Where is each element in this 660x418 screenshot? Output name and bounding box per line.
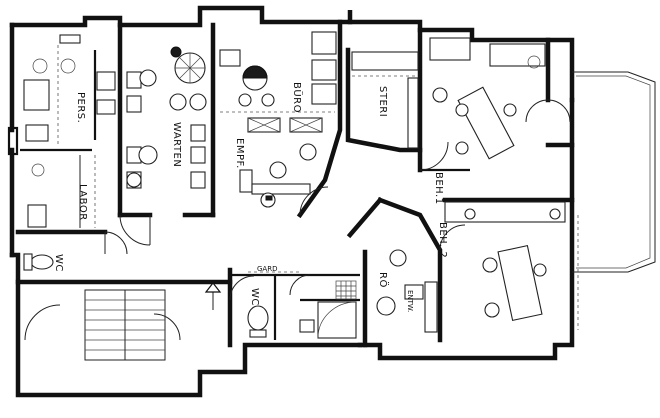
balcony [572, 71, 656, 273]
entrance-arrow-icon [204, 282, 222, 310]
room-label-warten: WARTEN [171, 122, 182, 167]
beh2-furniture [444, 201, 579, 330]
steri-furniture [351, 51, 419, 149]
room-label-ro: RÖ [377, 272, 390, 288]
room-label-pers: PERS. [75, 92, 86, 123]
exterior-walls [7, 5, 575, 398]
wc-mid-fixtures [247, 271, 357, 339]
room-label-buro: BÜRO [291, 82, 304, 113]
warten-furniture [126, 46, 207, 189]
room-label-gard: GARD [257, 265, 277, 273]
room-label-entw: ENTW. [406, 290, 414, 312]
empf-furniture [239, 143, 317, 208]
room-label-steri: STERI [377, 86, 388, 117]
room-label-beh1: BEH.1 [433, 172, 444, 205]
doors [24, 99, 571, 341]
room-label-beh2: BEH. 2 [437, 222, 448, 258]
interior-walls [15, 19, 575, 348]
labor-furniture [27, 155, 96, 228]
buro-furniture [219, 31, 337, 133]
ro-furniture [376, 249, 438, 333]
room-label-wc-left: WC [53, 254, 64, 272]
room-labels: PERS. LABOR WARTEN BÜRO EMPF. STERI BEH.… [53, 82, 448, 312]
room-label-wc-mid: WC [249, 288, 260, 306]
wc-left-fixtures [23, 253, 54, 271]
pers-furniture [23, 34, 116, 145]
room-label-labor: LABOR [77, 184, 88, 221]
staircase [84, 289, 166, 361]
beh1-furniture [429, 37, 546, 160]
room-label-empf: EMPF. [234, 138, 245, 169]
